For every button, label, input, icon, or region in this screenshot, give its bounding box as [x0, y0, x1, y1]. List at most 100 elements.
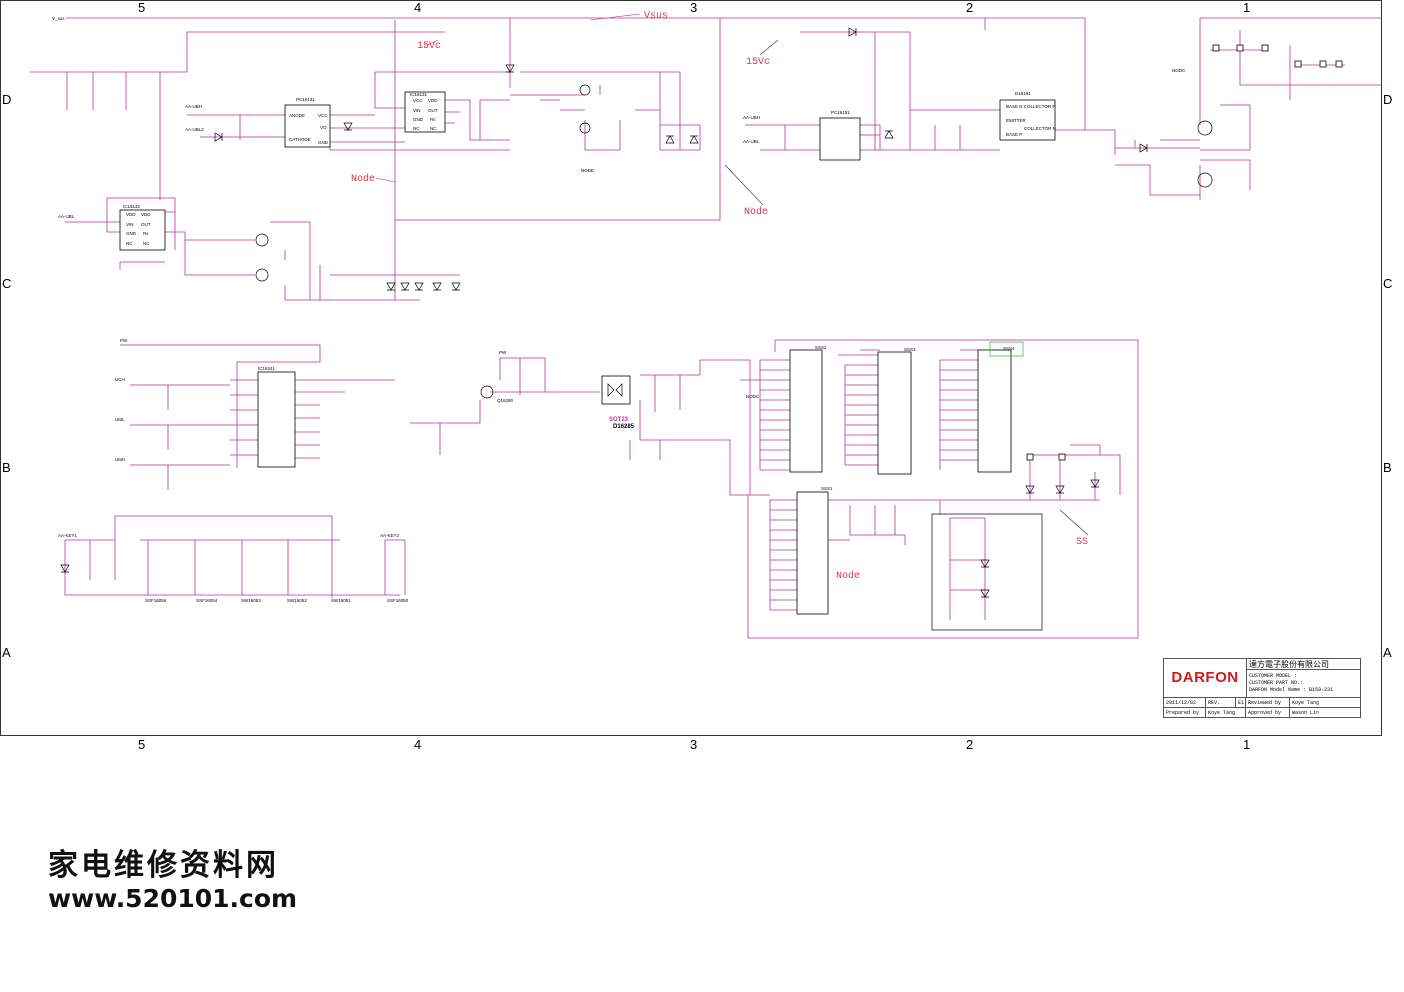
net-annotations: Vsus 15Vc 15Vc Node Node Node SS	[351, 11, 1089, 582]
zone-col-5-top: 5	[138, 0, 145, 15]
d16191-pin-base-p: BASE P	[1006, 132, 1022, 137]
ic16131-box	[404, 91, 446, 133]
sss1-box	[796, 491, 829, 615]
ic16132-pin-out: OUT	[141, 222, 151, 227]
uch-signal: UCH	[115, 377, 125, 382]
ic16131-pin-nc2: NC	[430, 126, 437, 131]
aa-ubl2-signal: AA-UBL2	[185, 127, 204, 132]
umh-signal: UMH	[115, 457, 125, 462]
ic16131-label: IC16131	[410, 92, 428, 97]
ic16131-pin-gnd: GND	[413, 117, 424, 122]
switch-sw2-label: SSF16054	[196, 598, 218, 603]
company-name: 達方電子股份有限公司	[1246, 659, 1360, 670]
pc16191-label: PC16191	[831, 110, 850, 115]
reviewer-cell: Koye Tang	[1292, 700, 1320, 706]
ic16132-pin-nc2: NC	[143, 241, 150, 246]
rev-cell: E1	[1238, 698, 1246, 708]
aa-key2-signal: AA-KEY2	[380, 533, 400, 538]
ic16132-pin-gnd: GND	[126, 231, 137, 236]
sss2-label: SSS2	[815, 345, 827, 350]
zone-row-a-left: A	[2, 645, 11, 660]
ic16132-pin-rs: Rs	[143, 231, 149, 236]
watermark: 家电维修资料网 www.520101.com	[48, 848, 348, 928]
q16290-section: Q16290 PW SOT23 D16285	[410, 350, 770, 496]
zone-col-3-top: 3	[690, 0, 697, 15]
model-name: DARFON Model Name : B159-231	[1249, 687, 1334, 693]
zone-col-1-bottom: 1	[1243, 737, 1250, 752]
pw-signal-left: PW	[120, 338, 128, 343]
net-label-15vc-left: 15Vc	[417, 41, 441, 52]
sss1-label: SSS1	[821, 486, 833, 491]
darfon-logo: DARFON	[1164, 659, 1247, 697]
sss3-box	[877, 351, 912, 475]
d16191-pin-emitter: EMITTER	[1006, 118, 1026, 123]
pc16131-pin-anode: ANODE	[289, 113, 305, 118]
zone-col-2-bottom: 2	[966, 737, 973, 752]
watermark-url: www.520101.com	[48, 884, 298, 913]
title-row-1: 2011/12/02 REV. E1 Reviewed by Koye Tang	[1164, 697, 1360, 708]
pc16191-box	[819, 117, 861, 161]
pc16131-box	[284, 104, 331, 148]
date-cell: 2011/12/02	[1164, 698, 1206, 708]
net-label-vsus: Vsus	[644, 11, 668, 22]
zone-row-d-right: D	[1383, 92, 1392, 107]
aa-ubl-right-signal: AA-UBL	[743, 139, 760, 144]
q16290-label: Q16290	[497, 398, 514, 403]
pc16131-label: PC16131	[296, 97, 315, 102]
ic16241-box	[257, 371, 296, 468]
zone-col-1-top: 1	[1243, 0, 1250, 15]
zone-col-3-bottom: 3	[690, 737, 697, 752]
pc16131-pin-gnd: GND	[318, 140, 329, 145]
ic16132-box	[119, 209, 166, 251]
title-row-2: Prepared by Koye Tang Approved by Wason …	[1164, 707, 1360, 718]
ic16132-pin-nc1: NC	[126, 241, 133, 246]
connector-section: SSS2 SSS3 SSS4 SSS1 NODC	[746, 339, 1139, 639]
zone-row-c-left: C	[2, 276, 11, 291]
switch-sw3-label: SW16053	[241, 598, 261, 603]
sot23-label: SOT23	[609, 417, 629, 423]
ic16132-label: IC16132	[123, 204, 141, 209]
d16191-label: D16191	[1015, 91, 1031, 96]
preparer-cell: Koye Tang	[1206, 708, 1246, 718]
node-small-signal: NODE	[581, 168, 594, 173]
ic16241-section: IC16241 PW UCH UML UMH	[115, 338, 395, 490]
nodc-signal-top: NODC	[1172, 68, 1186, 73]
ic16132-pin-vdd1: VDD	[126, 212, 136, 217]
ss-highlight-box	[989, 341, 1024, 357]
ic16131-pin-out: OUT	[428, 108, 438, 113]
ic16132-pin-vin: VIN	[126, 222, 134, 227]
ic16131-pin-vcc: VCC	[413, 98, 423, 103]
reviewed-label-cell: Reviewed by	[1246, 698, 1290, 708]
switch-sw5-label: SW16051	[331, 598, 351, 603]
watermark-chinese: 家电维修资料网	[48, 848, 279, 883]
aa-ubh-signal: AA-UBH	[185, 104, 202, 109]
net-label-15vc-right: 15Vc	[746, 57, 770, 68]
net-label-node-left: Node	[351, 173, 375, 185]
aa-ubh-right-signal: AA-UBH	[743, 115, 760, 120]
zone-row-b-left: B	[2, 460, 11, 475]
rev-label-cell: REV.	[1206, 698, 1236, 708]
ic16131-pin-nc1: NC	[413, 126, 420, 131]
zone-row-d-left: D	[2, 92, 11, 107]
title-block: DARFON 達方電子股份有限公司 CUSTOMER MODEL : CUSTO…	[1163, 658, 1361, 718]
net-label-node-bottom: Node	[836, 570, 860, 582]
switch-sw6-label: SSF16050	[387, 598, 409, 603]
sss2-box	[789, 349, 823, 473]
left-regulator-section: IC16132 VDD VDD VIN OUT GND Rs NC NC AA-…	[58, 18, 721, 301]
aa-ubl-left-signal: AA-UBL	[58, 214, 75, 219]
ic16241-label: IC16241	[258, 366, 276, 371]
ic16132-pin-vdd2: VDD	[141, 212, 151, 217]
sheet-frame	[0, 0, 1382, 736]
customer-part: CUSTOMER PART NO.:	[1249, 680, 1304, 686]
d16191-pin-base-n: BASE N COLLECTOR P	[1006, 104, 1055, 109]
switch-section: AA-KEY1 AA-KEY2 SSF16056 SSF16054 SW1605…	[58, 515, 409, 603]
pc16131-pin-vcc: VCC	[318, 113, 328, 118]
sss3-label: SSS3	[904, 347, 916, 352]
approved-label-cell: Approved by	[1246, 708, 1290, 718]
customer-model: CUSTOMER MODEL :	[1249, 673, 1298, 679]
pc16131-pin-cathode: CATHODE	[289, 137, 311, 142]
pc16131-pin-vo: VO	[320, 125, 327, 130]
nodc-signal-mid: NODC	[746, 394, 760, 399]
top-left-power-section: V_sus PC16131 ANODE CATHODE VCC VO GND I…	[30, 16, 720, 200]
